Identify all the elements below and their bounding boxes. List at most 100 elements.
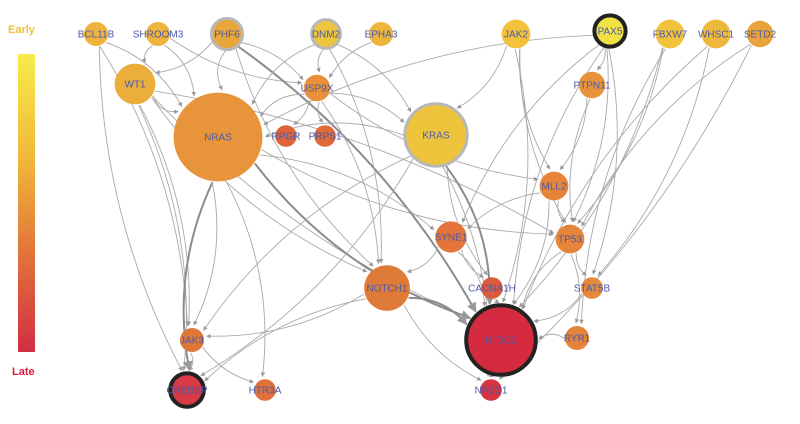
edge-ptpn11-to-tp53	[569, 98, 591, 223]
legend-late-label: Late	[12, 366, 35, 378]
edge-ryr1-to-nt5c2	[538, 333, 565, 340]
node-usp9x[interactable]: USP9X	[301, 74, 334, 102]
node-epha3[interactable]: EPHA3	[365, 22, 398, 46]
edge-nras-to-htr3a	[225, 181, 266, 377]
edge-jak2-to-kras	[456, 45, 507, 109]
edge-wt1-to-jak3	[139, 104, 192, 326]
edge-phf6-to-nras	[217, 50, 226, 91]
edge-usp9x-to-notch1	[321, 101, 381, 265]
node-syne1[interactable]: SYNE1	[435, 221, 468, 253]
edge-tp53-to-nt5c2	[520, 251, 562, 310]
edge-tp53-to-ryr1	[570, 254, 581, 324]
edge-dnm2-to-usp9x	[316, 48, 324, 73]
edge-pax5-to-tp53	[572, 47, 609, 223]
edge-fbxw7-to-tp53	[577, 47, 664, 224]
edge-pax5-to-nras	[263, 34, 595, 125]
node-htr3a[interactable]: HTR3A	[249, 379, 282, 401]
node-circle	[314, 125, 336, 147]
edge-phf6-to-usp9x	[241, 42, 304, 81]
node-label: PRPS1	[309, 132, 342, 143]
edge-phf6-to-notch1	[235, 47, 374, 267]
node-nt5c2[interactable]: NT5C2	[464, 303, 538, 377]
node-label: JAK2	[504, 30, 528, 41]
node-crebbp[interactable]: CREBBP	[166, 371, 208, 409]
node-jak3[interactable]: JAK3	[180, 328, 204, 352]
node-label: HTR3A	[249, 386, 282, 397]
node-circle	[254, 379, 276, 401]
edge-notch1-to-nr3c1	[403, 304, 482, 381]
edge-setd2-to-tp53	[581, 44, 751, 227]
node-circle	[146, 22, 170, 46]
node-whsc1[interactable]: WHSC1	[698, 19, 735, 49]
edge-usp9x-to-prps1	[317, 101, 324, 123]
node-prps1[interactable]: PRPS1	[309, 125, 342, 147]
node-label: PHF6	[214, 30, 240, 41]
edge-phf6-to-nt5c2	[237, 45, 477, 313]
node-circle	[555, 224, 585, 254]
node-jak2[interactable]: JAK2	[501, 19, 531, 49]
edge-dnm2-to-kras	[337, 43, 412, 113]
node-tp53[interactable]: TP53	[555, 224, 585, 254]
node-circle	[592, 13, 628, 49]
node-circle	[481, 277, 503, 299]
edge-notch1-to-jak3	[206, 293, 365, 339]
node-stat5b[interactable]: STAT5B	[574, 277, 611, 299]
edge-syne1-to-nt5c2	[457, 251, 487, 307]
node-circle	[435, 221, 467, 253]
node-nras[interactable]: NRAS	[173, 92, 263, 182]
edge-kras-to-jak3	[203, 155, 412, 331]
node-wt1[interactable]: WT1	[114, 63, 156, 105]
node-dnm2[interactable]: DNM2	[310, 18, 342, 50]
legend-gradient-bar	[18, 54, 35, 352]
node-circle	[565, 326, 589, 350]
node-pax5[interactable]: PAX5	[592, 13, 628, 49]
edge-ptpn11-to-mll2	[559, 98, 588, 171]
node-label: CACNA1H	[468, 284, 516, 295]
node-circle	[209, 16, 245, 52]
color-legend: Early Late	[0, 0, 60, 424]
node-label: USP9X	[301, 84, 334, 95]
node-fbxw7[interactable]: FBXW7	[653, 19, 688, 49]
edge-shroom3-to-nras	[164, 44, 197, 97]
node-ryr1[interactable]: RYR1	[564, 326, 591, 350]
node-circle	[369, 22, 393, 46]
node-kras[interactable]: KRAS	[403, 102, 469, 168]
edge-mll2-to-syne1	[467, 192, 541, 230]
node-circle	[275, 125, 297, 147]
edge-kras-to-crebbp	[200, 157, 414, 377]
edge-jak3-to-htr3a	[202, 347, 255, 384]
edge-wt1-to-notch1	[151, 97, 368, 273]
node-nr3c1[interactable]: NR3C1	[475, 379, 508, 401]
node-label: PTPN11	[573, 81, 610, 92]
node-label: SETD2	[744, 30, 777, 41]
edge-shroom3-to-usp9x	[170, 37, 303, 85]
edge-bcl11b-to-crebbp	[98, 46, 183, 372]
node-circle	[746, 20, 774, 48]
edge-jak2-to-tp53	[519, 48, 566, 223]
node-label: RPGR	[272, 132, 301, 143]
legend-early-label: Early	[8, 24, 35, 36]
edge-usp9x-to-kras	[330, 92, 405, 123]
node-label: NT5C2	[485, 336, 517, 347]
node-rpgr[interactable]: RPGR	[272, 125, 301, 147]
node-label: CREBBP	[166, 386, 207, 397]
node-bcl11b[interactable]: BCL11B	[78, 22, 115, 46]
node-mll2[interactable]: MLL2	[539, 171, 569, 201]
edge-jak2-to-nt5c2	[502, 49, 529, 303]
edge-usp9x-to-rpgr	[293, 99, 310, 125]
edge-pax5-to-ptpn11	[596, 46, 606, 70]
node-label: TP53	[558, 235, 582, 246]
node-phf6[interactable]: PHF6	[209, 16, 245, 52]
node-notch1[interactable]: NOTCH1	[364, 265, 410, 311]
node-setd2[interactable]: SETD2	[744, 20, 777, 48]
node-cacna1h[interactable]: CACNA1H	[468, 277, 516, 299]
node-circle	[168, 371, 206, 409]
node-circle	[114, 63, 156, 105]
node-circle	[581, 277, 603, 299]
node-shroom3[interactable]: SHROOM3	[133, 22, 184, 46]
edge-stat5b-to-nt5c2	[533, 293, 583, 324]
node-ptpn11[interactable]: PTPN11	[573, 71, 611, 99]
node-circle	[539, 171, 569, 201]
node-label: STAT5B	[574, 284, 611, 295]
